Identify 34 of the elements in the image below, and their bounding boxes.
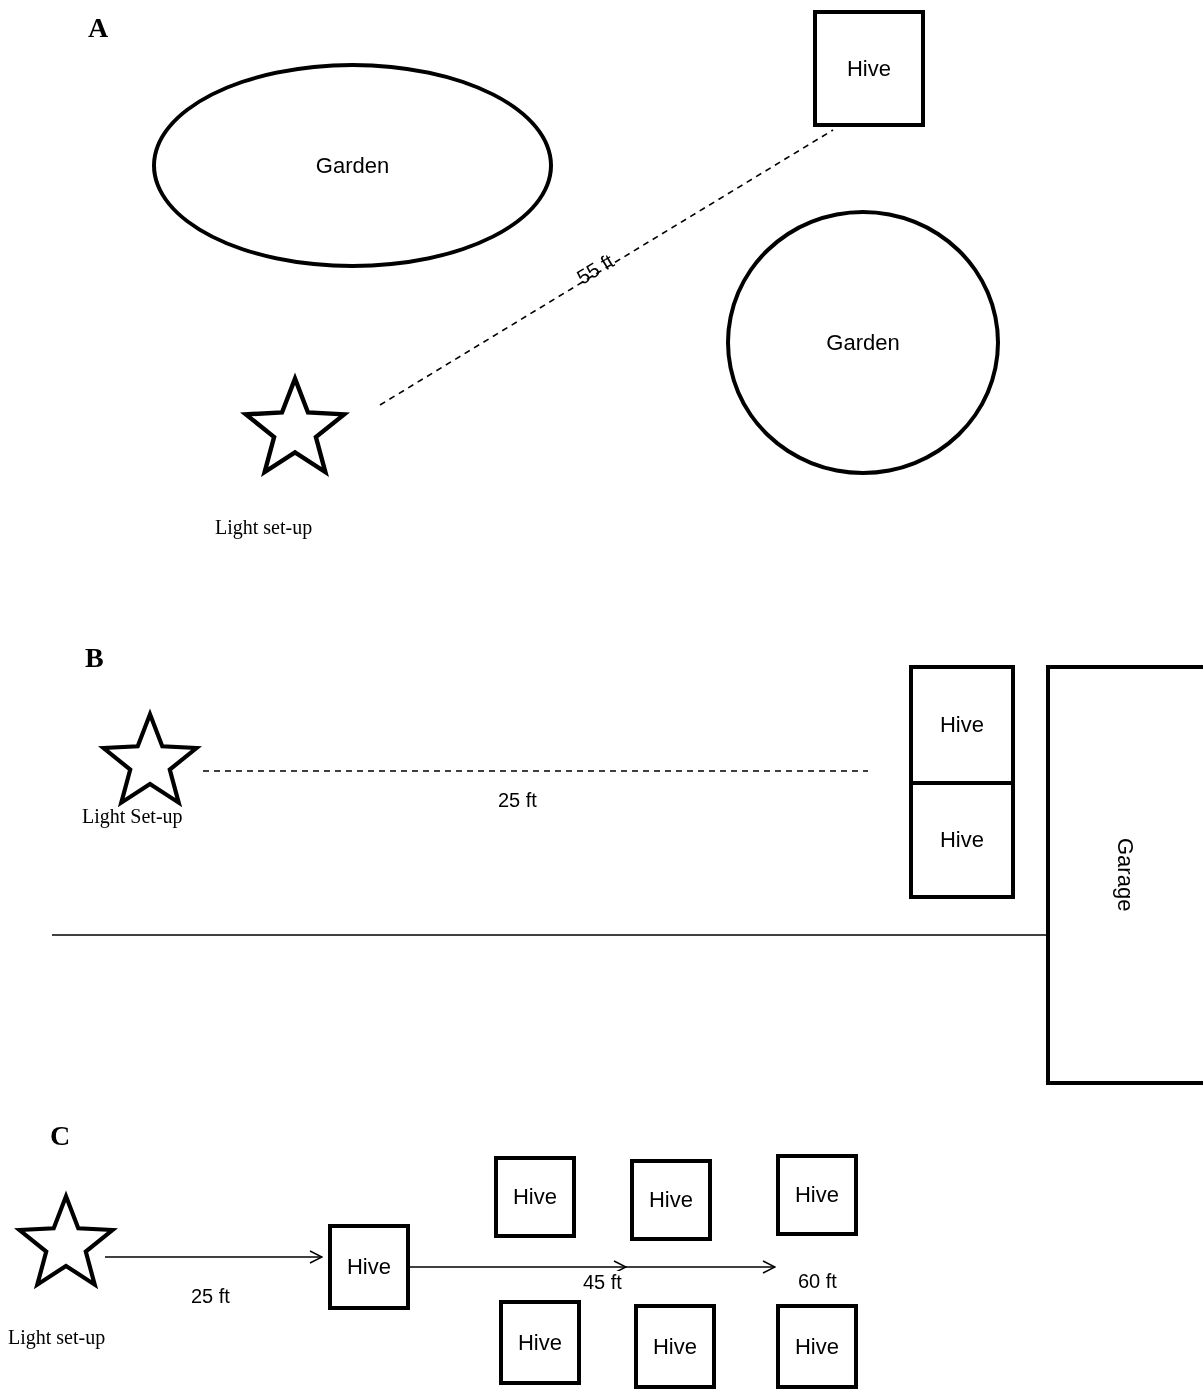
- hive-box: [328, 1224, 410, 1310]
- node-label: Hive: [795, 1333, 839, 1360]
- hive-box: [634, 1304, 716, 1389]
- panel-letter: C: [50, 1120, 71, 1152]
- node-label: Hive: [940, 827, 984, 853]
- dashed-line: [379, 129, 834, 406]
- hive-box: [494, 1156, 576, 1238]
- panel-letter: B: [85, 642, 104, 674]
- node-label: Garage: [1112, 838, 1138, 912]
- node-label: Hive: [649, 1187, 693, 1213]
- node-label: Hive: [347, 1254, 391, 1280]
- node-label: Hive: [847, 55, 891, 82]
- node-label: Hive: [518, 1329, 562, 1356]
- node-label: Hive: [513, 1184, 557, 1210]
- boundary-line: [51, 934, 1047, 936]
- panel-letter: A: [88, 12, 109, 44]
- hive-box: [813, 10, 925, 127]
- dashed-line: [202, 770, 869, 772]
- distance-label: 55 ft: [572, 249, 619, 290]
- hive-box: [776, 1304, 858, 1389]
- node-label: Garden: [315, 152, 390, 179]
- node-label: Light Set-up: [82, 805, 183, 828]
- node-label: Hive: [653, 1333, 697, 1360]
- hive-box: [630, 1159, 712, 1241]
- node-label: Light set-up: [8, 1326, 106, 1349]
- garage-outline: [1046, 665, 1203, 1085]
- hive-box: [776, 1154, 858, 1236]
- node-label: Hive: [795, 1182, 839, 1208]
- node-label: Light set-up: [215, 516, 313, 539]
- hive-box: [499, 1300, 581, 1385]
- node-label: Hive: [940, 712, 984, 738]
- node-label: Garden: [826, 329, 900, 356]
- arrow: [104, 1250, 323, 1264]
- arrow: [409, 1260, 627, 1274]
